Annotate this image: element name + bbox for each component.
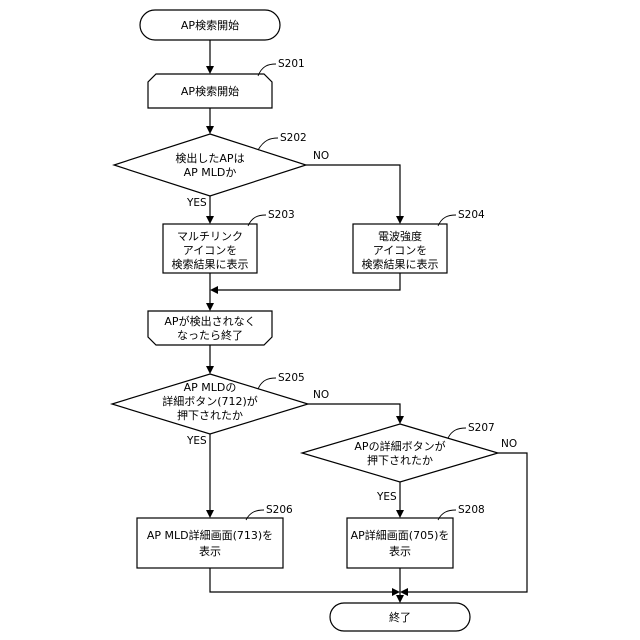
s203-step-id: S203 bbox=[268, 209, 295, 221]
s207-no-label: NO bbox=[501, 438, 517, 450]
step-s204: 電波強度 アイコンを 検索結果に表示 S204 bbox=[353, 209, 485, 273]
s201-step-id: S201 bbox=[278, 58, 305, 70]
loop-end: APが検出されなく なったら終了 bbox=[148, 311, 272, 345]
step-s201-loop-start: AP検索開始 S201 bbox=[148, 58, 305, 108]
s202-line-1: 検出したAPは bbox=[175, 151, 244, 165]
s206-line-1: AP MLD詳細画面(713)を bbox=[147, 528, 273, 542]
s201-label: AP検索開始 bbox=[181, 84, 239, 98]
decision-s207: APの詳細ボタンが 押下されたか S207 YES NO bbox=[302, 422, 517, 503]
s205-no-label: NO bbox=[313, 389, 329, 401]
step-s208: AP詳細画面(705)を 表示 S208 bbox=[347, 504, 485, 568]
step-s203: マルチリンク アイコンを 検索結果に表示 S203 bbox=[163, 209, 295, 273]
s202-step-id: S202 bbox=[280, 132, 307, 144]
s204-line-3: 検索結果に表示 bbox=[362, 257, 439, 271]
s204-line-1: 電波強度 bbox=[378, 229, 422, 243]
s207-yes-label: YES bbox=[376, 491, 397, 503]
s205-yes-label: YES bbox=[186, 435, 207, 447]
s203-line-1: マルチリンク bbox=[177, 230, 243, 243]
s208-step-id: S208 bbox=[458, 504, 485, 516]
end-terminal: 終了 bbox=[330, 603, 470, 631]
s205-line-2: 詳細ボタン(712)が bbox=[162, 394, 258, 408]
s205-line-1: AP MLDの bbox=[184, 381, 237, 394]
decision-s205: AP MLDの 詳細ボタン(712)が 押下されたか S205 YES NO bbox=[112, 372, 329, 447]
s208-line-2: 表示 bbox=[389, 544, 411, 558]
s205-step-id: S205 bbox=[278, 372, 305, 384]
step-s206: AP MLD詳細画面(713)を 表示 S206 bbox=[137, 504, 293, 568]
loop-end-line-2: なったら終了 bbox=[177, 328, 243, 342]
s208-line-1: AP詳細画面(705)を bbox=[351, 528, 450, 542]
s205-line-3: 押下されたか bbox=[177, 408, 243, 422]
s207-step-id: S207 bbox=[468, 422, 495, 434]
s204-step-id: S204 bbox=[458, 209, 485, 221]
start-terminal: AP検索開始 bbox=[140, 10, 280, 40]
s202-line-2: AP MLDか bbox=[184, 166, 237, 179]
s204-line-2: アイコンを bbox=[373, 244, 427, 257]
loop-end-line-1: APが検出されなく bbox=[164, 314, 255, 328]
start-label: AP検索開始 bbox=[181, 18, 239, 32]
s202-no-label: NO bbox=[313, 150, 329, 162]
s206-line-2: 表示 bbox=[199, 544, 221, 558]
s203-line-3: 検索結果に表示 bbox=[172, 257, 249, 271]
decision-s202: 検出したAPは AP MLDか S202 YES NO bbox=[114, 132, 329, 209]
s207-line-2: 押下されたか bbox=[367, 453, 433, 467]
s203-line-2: アイコンを bbox=[183, 244, 237, 257]
end-label: 終了 bbox=[389, 610, 411, 624]
s202-yes-label: YES bbox=[186, 197, 207, 209]
s206-step-id: S206 bbox=[266, 504, 293, 516]
s207-line-1: APの詳細ボタンが bbox=[354, 439, 445, 453]
